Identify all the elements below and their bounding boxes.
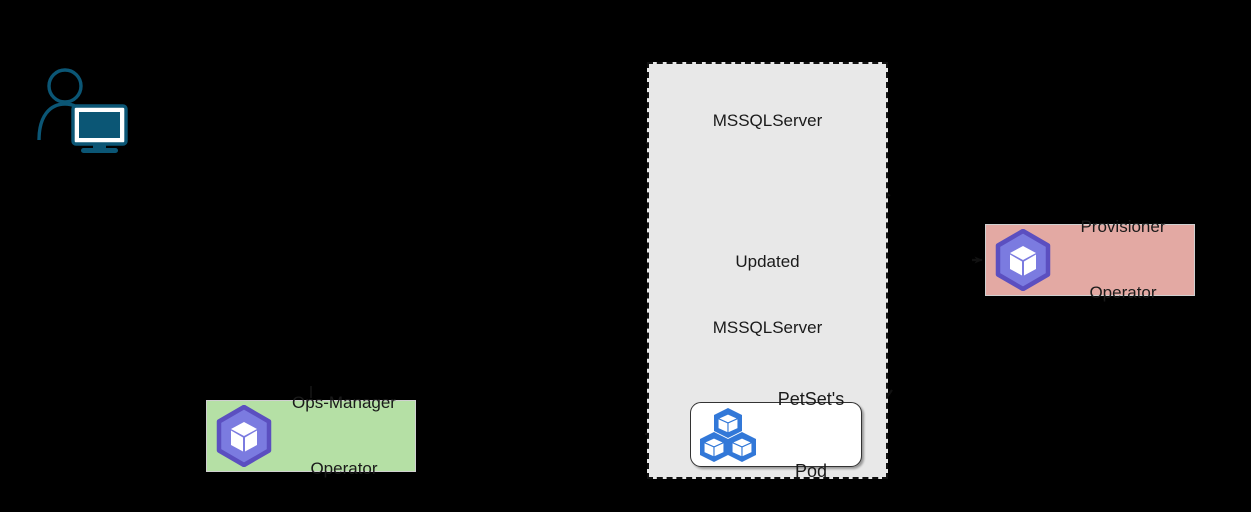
petset-pod-line2: Pod — [794, 460, 828, 481]
operator-cube-icon — [994, 229, 1052, 291]
updated-mssqlserver-label: Updated MSSQLServer — [647, 207, 888, 383]
ops-manager-line2: Operator — [310, 459, 378, 478]
kubernetes-pods-icon — [697, 406, 759, 464]
provisioner-operator-box[interactable]: Provisioner Operator — [985, 217, 1195, 302]
petset-pod-box[interactable]: PetSet's Pod — [690, 389, 862, 481]
ops-manager-line1: Ops-Manager — [292, 393, 396, 412]
provisioner-line1: Provisioner — [1080, 217, 1166, 236]
petset-pod-line1: PetSet's — [777, 388, 845, 409]
updated-mssqlserver-line2: MSSQLServer — [712, 318, 823, 337]
mssqlserver-label: MSSQLServer — [712, 111, 823, 130]
provisioner-operator-label: Provisioner Operator — [1062, 172, 1184, 348]
petset-pod-label: PetSet's Pod — [769, 339, 853, 512]
user-computer-icon — [36, 66, 136, 156]
ops-manager-operator-box[interactable]: Ops-Manager Operator — [206, 393, 416, 478]
provisioner-line2: Operator — [1089, 283, 1157, 302]
ops-manager-operator-label: Ops-Manager Operator — [283, 348, 405, 512]
updated-mssqlserver-line1: Updated — [735, 252, 800, 271]
operator-cube-icon — [215, 405, 273, 467]
